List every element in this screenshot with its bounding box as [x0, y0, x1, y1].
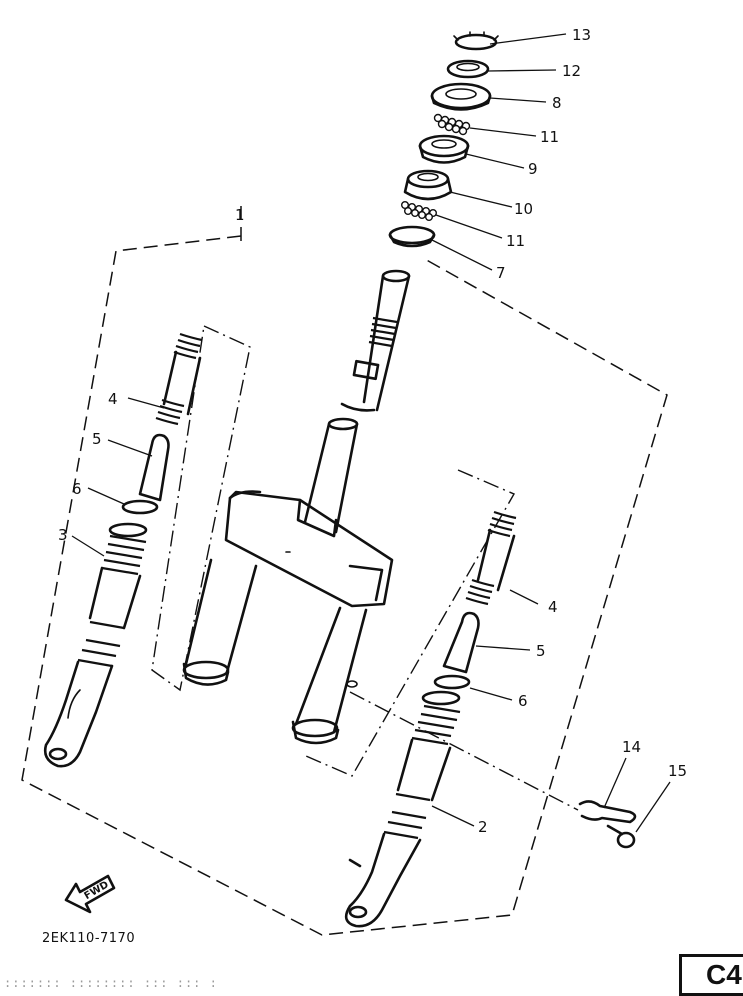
spring-4-left — [155, 332, 203, 426]
ring-6-left — [121, 499, 159, 515]
steering-stem-upper — [340, 269, 411, 412]
clip-14 — [578, 800, 637, 824]
bearing-race-8 — [430, 82, 492, 111]
callout-6-right: 6 — [518, 692, 528, 710]
spring-4-right — [465, 510, 517, 606]
callout-4-left: 4 — [108, 390, 118, 408]
washer-12 — [446, 59, 490, 79]
callout-1: 1 — [235, 206, 245, 224]
callout-11-upper: 11 — [540, 128, 559, 146]
callout-15: 15 — [668, 762, 687, 780]
ring-nut-13 — [453, 31, 499, 51]
ball-bearing-11-lower — [401, 200, 438, 221]
axis-line-right — [349, 691, 579, 811]
left-subassembly-outline — [151, 325, 251, 692]
callout-5-right: 5 — [536, 642, 546, 660]
dust-seal-7 — [388, 225, 436, 248]
piston-5-left — [138, 433, 170, 502]
ball-bearing-11-upper — [433, 113, 471, 136]
callout-3: 3 — [58, 526, 68, 544]
callout-9: 9 — [528, 160, 538, 178]
callout-14: 14 — [622, 738, 641, 756]
callout-13: 13 — [572, 26, 591, 44]
steering-stem-lower — [303, 417, 359, 534]
slider-3-left — [43, 522, 148, 768]
ring-6-right — [433, 674, 471, 690]
assembly-boundary — [21, 206, 668, 936]
callout-labels: 13 12 8 11 9 10 11 7 1 4 5 6 3 4 5 6 2 1… — [58, 26, 687, 836]
fork-tube-right — [291, 606, 368, 745]
callout-8: 8 — [552, 94, 562, 112]
piston-5-right — [442, 611, 480, 674]
leader-lines — [71, 33, 671, 833]
fork-bridge — [224, 490, 394, 608]
callout-10: 10 — [514, 200, 533, 218]
right-subassembly-outline — [305, 469, 515, 777]
drawing-code: 2EK110-7170 — [42, 931, 135, 946]
slider-2-right — [344, 690, 461, 928]
footer-text: ::::::: :::::::: ::: ::: : — [4, 976, 218, 990]
callout-6-left: 6 — [72, 480, 82, 498]
bolt-15 — [606, 824, 636, 849]
callout-12: 12 — [562, 62, 581, 80]
callout-4-right: 4 — [548, 598, 558, 616]
fork-tube-left — [182, 558, 258, 686]
callout-5-left: 5 — [92, 430, 102, 448]
bearing-race-10 — [403, 169, 453, 201]
callout-7: 7 — [496, 264, 506, 282]
callout-11-lower: 11 — [506, 232, 525, 250]
fwd-arrow-icon: FWD — [64, 874, 116, 914]
callout-2: 2 — [478, 818, 488, 836]
bearing-race-9 — [418, 134, 470, 164]
page-label: C4 — [679, 954, 743, 996]
